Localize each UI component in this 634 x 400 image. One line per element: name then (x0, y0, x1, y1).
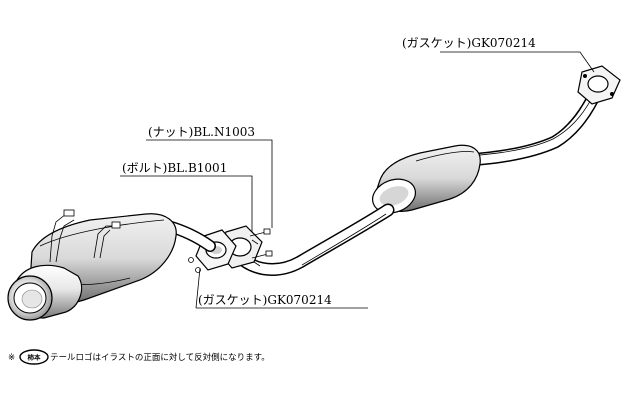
label-nut: (ナット)BL.N1003 (148, 125, 255, 139)
tail-tip (7, 264, 83, 321)
center-resonator (372, 144, 481, 214)
front-flange (577, 65, 621, 105)
mid-flange-assembly (188, 225, 273, 273)
label-bolt: (ボルト)BL.B1001 (122, 161, 227, 175)
mid-pipe (239, 203, 395, 276)
label-gasket-bottom: (ガスケット)GK070214 (198, 293, 332, 307)
badge-text: 柿本 (28, 353, 42, 362)
kakimoto-logo-badge: 柿本 (19, 349, 49, 365)
label-gasket-top: (ガスケット)GK070214 (402, 36, 536, 50)
leader-lines (120, 51, 595, 309)
footnote-text: テールロゴはイラストの正面に対して反対側になります。 (50, 352, 270, 363)
footnote-mark: ※ (8, 353, 15, 363)
footnote: ※ 柿本 テールロゴはイラストの正面に対して反対側になります。 (8, 349, 270, 365)
